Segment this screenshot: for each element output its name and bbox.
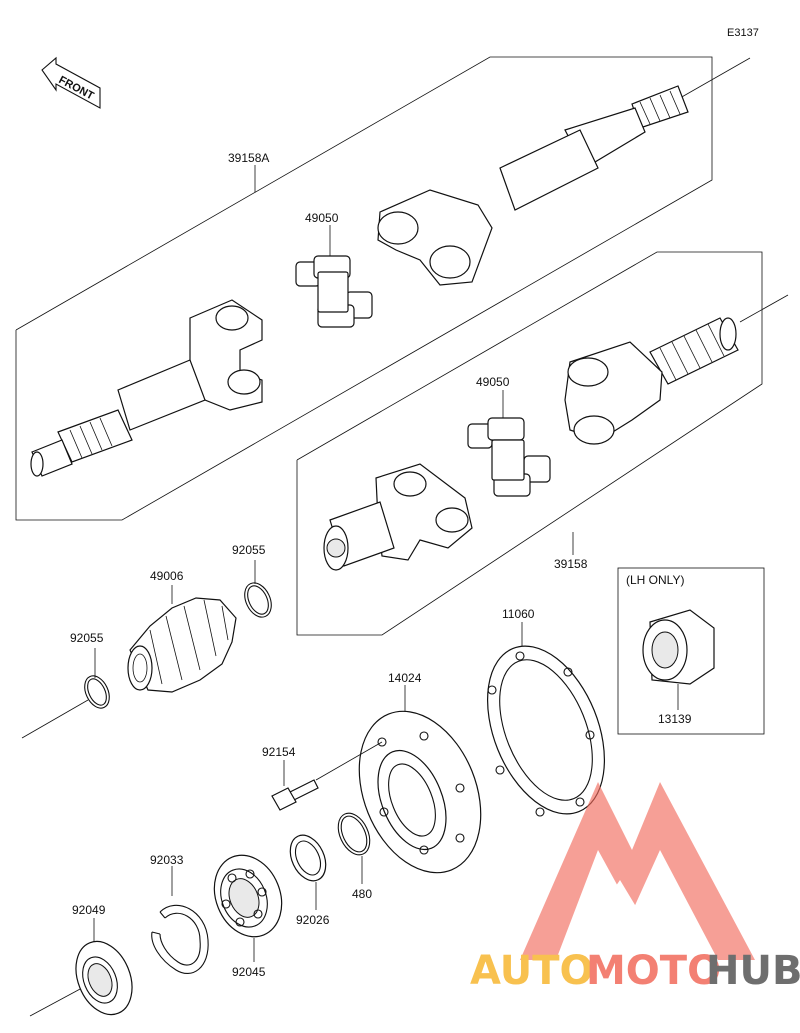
part-label-92045: 92045 bbox=[232, 965, 266, 979]
automotohub-watermark: AUTO MOTO HUB bbox=[470, 782, 800, 994]
front-label: FRONT bbox=[57, 74, 96, 103]
lh-only-box: (LH ONLY) 13139 bbox=[617, 567, 765, 735]
part-label-92055-left: 92055 bbox=[70, 631, 104, 645]
dust-boot: 49006 bbox=[127, 569, 237, 693]
part-label-39158a: 39158A bbox=[228, 151, 269, 165]
part-label-92049: 92049 bbox=[72, 903, 106, 917]
spacer-ring: 92026 bbox=[289, 834, 330, 927]
part-label-49050-lower: 49050 bbox=[476, 375, 510, 389]
flange-bolt: 92154 bbox=[262, 741, 383, 811]
diagram-code: E3137 bbox=[727, 27, 759, 39]
part-label-92033: 92033 bbox=[150, 853, 184, 867]
circlip-large: 92033 bbox=[150, 853, 209, 975]
part-label-14024: 14024 bbox=[388, 671, 422, 685]
drive-shaft-lower bbox=[30, 299, 263, 477]
o-ring-upper: 92055 bbox=[232, 543, 272, 618]
shaft-39158-group: 39158 49050 bbox=[296, 251, 789, 636]
universal-joint-lower bbox=[467, 417, 551, 497]
part-label-39158: 39158 bbox=[554, 557, 588, 571]
watermark-word-auto: AUTO bbox=[470, 948, 594, 994]
bearing-housing: 14024 bbox=[358, 671, 482, 874]
drive-shaft-upper bbox=[377, 85, 689, 286]
stub-shaft-right bbox=[564, 317, 739, 445]
part-label-480: 480 bbox=[352, 887, 372, 901]
part-label-11060: 11060 bbox=[502, 607, 535, 621]
lh-splined-collar bbox=[642, 609, 715, 685]
watermark-logo-icon bbox=[520, 782, 755, 960]
gasket: 11060 bbox=[486, 607, 606, 817]
splined-yoke-left bbox=[323, 463, 473, 571]
part-label-92026: 92026 bbox=[296, 913, 330, 927]
part-label-13139: 13139 bbox=[658, 712, 692, 726]
part-label-92154: 92154 bbox=[262, 745, 296, 759]
watermark-word-hub: HUB bbox=[706, 948, 800, 994]
lh-only-label: (LH ONLY) bbox=[626, 573, 684, 587]
ball-bearing: 92045 bbox=[213, 854, 283, 979]
watermark-word-moto: MOTO bbox=[586, 948, 721, 994]
universal-joint-upper bbox=[295, 255, 373, 328]
part-label-49006: 49006 bbox=[150, 569, 184, 583]
oil-seal: 92049 bbox=[29, 903, 133, 1017]
part-label-92055-upper: 92055 bbox=[232, 543, 266, 557]
o-ring-left: 92055 bbox=[21, 631, 110, 739]
front-arrow-icon: FRONT bbox=[41, 56, 101, 109]
part-label-49050-upper: 49050 bbox=[305, 211, 339, 225]
shaft-39158a-group: 39158A 49050 bbox=[15, 56, 751, 521]
circlip-small: 480 bbox=[337, 812, 372, 901]
